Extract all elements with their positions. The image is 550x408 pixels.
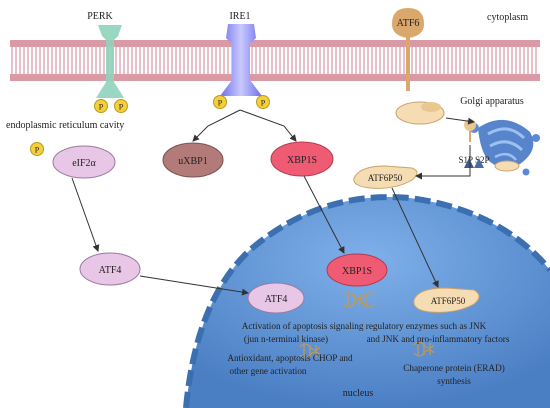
golgi-apparatus: Golgi apparatus S1P S2P	[459, 96, 540, 176]
node-xbp1s: XBP1S	[270, 141, 334, 177]
er-cavity-label: endoplasmic reticulum cavity	[6, 120, 124, 131]
ire1-p1: P	[218, 99, 223, 108]
node-atf4-nucleus: ATF4	[247, 282, 305, 314]
ire1-p2: P	[261, 99, 266, 108]
arrow-eif2a-atf4	[71, 177, 100, 252]
arrow-atf6-golgi	[445, 117, 475, 125]
golgi-label: Golgi apparatus	[460, 96, 524, 107]
arrow-atf6p50-nucleus	[391, 187, 439, 288]
cytoplasm-label: cytoplasm	[487, 12, 528, 23]
xbp1s-label: XBP1S	[287, 155, 317, 166]
eif2a-p: P	[35, 146, 40, 155]
perk-p2: P	[119, 103, 124, 112]
node-atf6p50-nucleus: ATF6P50	[413, 287, 480, 313]
atf4-nuc-label: ATF4	[265, 294, 288, 305]
eif2a-label: eIF2α	[72, 158, 96, 169]
xbp1s-nuc-label: XBP1S	[342, 266, 372, 277]
arrow-ire1-xbp1s	[239, 109, 297, 142]
arrow-atf4-nucleus	[139, 275, 249, 296]
pathway-arrows	[71, 109, 471, 296]
ire1-receptor: IRE1 P P	[213, 11, 270, 109]
node-atf6p50: ATF6P50	[353, 165, 418, 189]
arrow-ire1-uxbp1	[192, 109, 241, 142]
uxbp1-label: uXBP1	[178, 156, 207, 167]
lipid-tails	[11, 47, 537, 74]
nucleus: nucleus	[183, 194, 550, 408]
antioxidant-text-1: Antioxidant, apoptosis CHOP and	[227, 353, 353, 363]
er-membrane	[10, 40, 540, 81]
arrow-golgi-atf6p50	[415, 145, 471, 180]
antioxidant-text-2: other gene activation	[229, 366, 306, 376]
perk-p1: P	[99, 103, 104, 112]
s1p-s2p-label: S1P S2P	[459, 155, 490, 165]
perk-receptor: PERK P P	[87, 11, 128, 113]
activation-text-2a: (jun n-terminal kinase)	[244, 334, 328, 344]
node-eif2a: eIF2α P	[30, 142, 116, 179]
atf6p50-label: ATF6P50	[368, 173, 403, 183]
atf6-receptor: ATF6	[392, 8, 445, 125]
arrow-xbp1s-nucleus	[303, 175, 345, 254]
node-uxbp1: uXBP1	[162, 142, 224, 178]
chaperone-text-1: Chaperone protein (ERAD)	[403, 363, 505, 373]
nucleus-label: nucleus	[343, 388, 374, 399]
dna-icon-3	[413, 341, 435, 357]
chaperone-text-2: synthesis	[437, 376, 471, 386]
atf6p50-nuc-label: ATF6P50	[431, 296, 466, 306]
dna-icon-2	[299, 343, 321, 359]
dna-icon-1	[343, 292, 375, 308]
atf6-label: ATF6	[397, 18, 420, 29]
activation-text-2b: and JNK and pro-inflammatory factors	[367, 334, 510, 344]
perk-label: PERK	[87, 11, 113, 22]
node-xbp1s-nucleus: XBP1S	[326, 253, 388, 287]
atf4-label: ATF4	[99, 265, 122, 276]
activation-text-1: Activation of apoptosis signaling regula…	[242, 321, 487, 331]
node-atf4: ATF4	[79, 252, 141, 286]
ire1-label: IRE1	[229, 11, 250, 22]
